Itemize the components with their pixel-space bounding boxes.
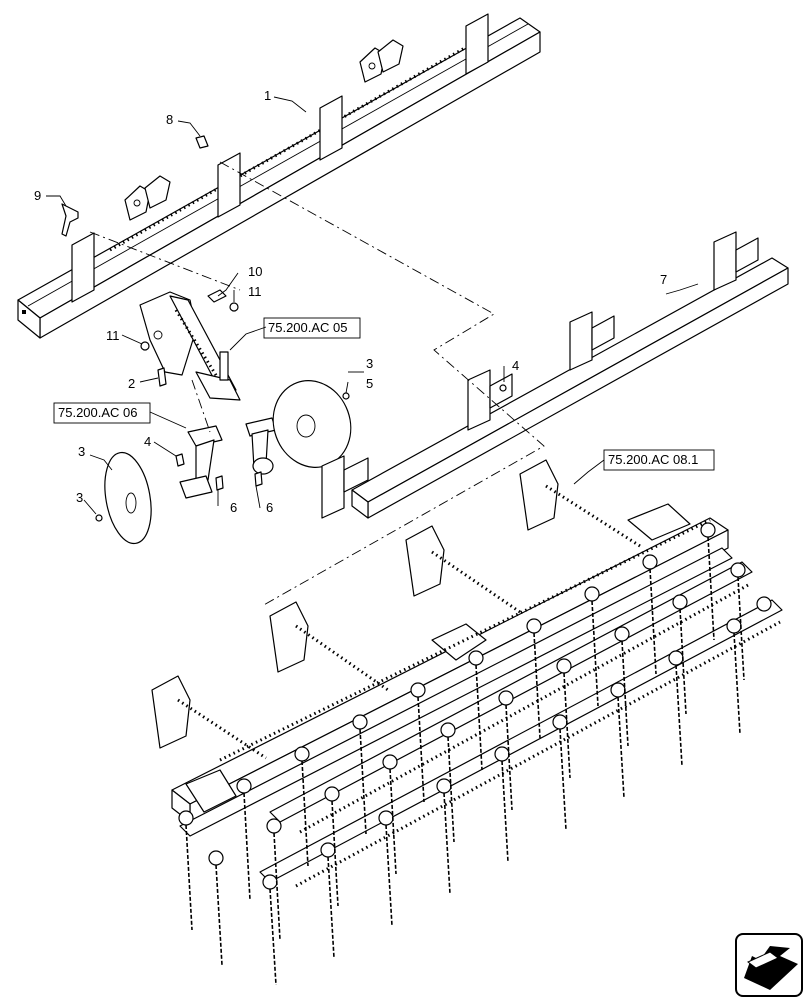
- callout-4-left: 4: [144, 434, 151, 449]
- callout-10: 10: [248, 264, 262, 279]
- callout-2: 2: [128, 376, 135, 391]
- ref-75-200-ac-08-1: 75.200.AC 08.1: [608, 452, 698, 467]
- ref-75-200-ac-06: 75.200.AC 06: [58, 405, 138, 420]
- callout-3-left: 3: [78, 444, 85, 459]
- callout-3-right: 3: [366, 356, 373, 371]
- callout-1: 1: [264, 88, 271, 103]
- shank-assembly: [139, 289, 241, 401]
- view-orientation-arrow-icon: [735, 933, 803, 997]
- pin-9: [61, 203, 79, 237]
- ref-75-200-ac-05: 75.200.AC 05: [268, 320, 348, 335]
- disc-assembly-left: [95, 425, 224, 545]
- callout-3-bottom: 3: [76, 490, 83, 505]
- callout-4-right: 4: [512, 358, 519, 373]
- leader-lines: [46, 96, 699, 515]
- main-toolbar-beam: [17, 13, 541, 339]
- coil-row-front: [178, 522, 716, 826]
- reference-boxes: 75.200.AC 05 75.200.AC 06 75.200.AC 08.1: [53, 317, 715, 471]
- callout-6-right: 6: [266, 500, 273, 515]
- disc-assembly-right: [245, 380, 352, 487]
- callout-8: 8: [166, 112, 173, 127]
- callout-6-left: 6: [230, 500, 237, 515]
- harrow-tines: [185, 536, 745, 986]
- callout-11-top: 11: [248, 284, 262, 299]
- rear-beam: [321, 231, 789, 519]
- alignment-lines: [89, 161, 545, 607]
- callout-7: 7: [660, 272, 667, 287]
- bolt-8: [195, 135, 209, 149]
- callout-9: 9: [34, 188, 41, 203]
- callout-numbers: 1 8 9 10 11 11 2 7 3 5 4 4 3 3 6 6: [34, 88, 667, 515]
- callout-5: 5: [366, 376, 373, 391]
- callout-11-left: 11: [106, 328, 120, 343]
- harrow-assembly: [151, 459, 783, 986]
